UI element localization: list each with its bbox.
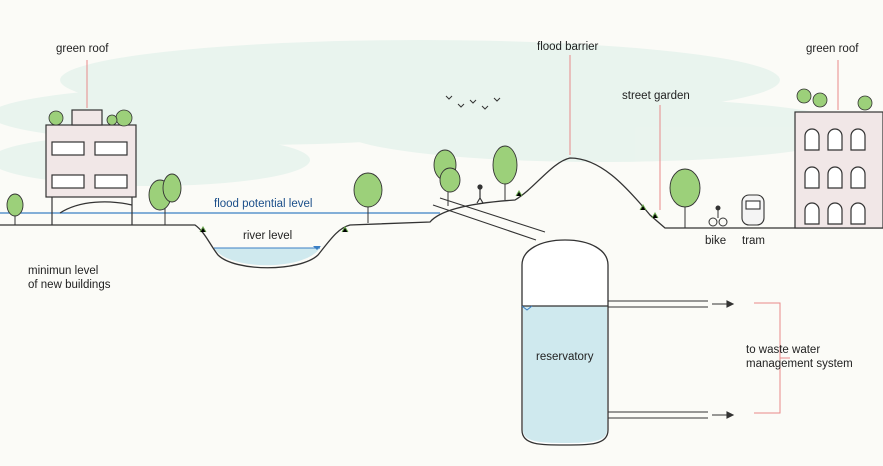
tram-icon: [741, 194, 765, 226]
label-green-roof-right: green roof: [806, 43, 859, 55]
label-street-garden: street garden: [622, 90, 690, 102]
label-reservatory: reservatory: [536, 351, 594, 363]
tree-trunks: [14, 184, 686, 228]
ground-profile: [0, 157, 883, 269]
label-bike: bike: [705, 235, 727, 247]
pedestrian: [476, 184, 484, 204]
label-green-roof-left: green roof: [56, 43, 109, 55]
label-river-level: river level: [243, 230, 293, 242]
bike-icon: [708, 205, 728, 227]
waste-water-bracket: [754, 302, 790, 414]
label-tram: tram: [742, 235, 765, 247]
label-flood-potential-level: flood potential level: [214, 198, 313, 210]
river-water: [214, 248, 320, 266]
trees: [6, 145, 701, 217]
green-roof-left-plants: [48, 109, 133, 127]
reservoir-water: [523, 306, 607, 443]
building-right: [794, 111, 883, 229]
river-level-marker: [313, 246, 321, 250]
label-waste-water: to waste water management system: [746, 344, 853, 370]
label-minimum-level: minimun level of new buildings: [28, 265, 111, 291]
label-pointers: [86, 55, 839, 210]
outflow-pipes: [608, 300, 735, 419]
reservoir-level-marker: [521, 305, 533, 311]
grass-tufts: [199, 190, 659, 233]
green-roof-right-plants: [796, 88, 873, 111]
inflow-pipe: [432, 197, 546, 241]
building-left: [45, 109, 137, 225]
label-flood-barrier: flood barrier: [537, 41, 599, 53]
birds: [445, 95, 501, 110]
